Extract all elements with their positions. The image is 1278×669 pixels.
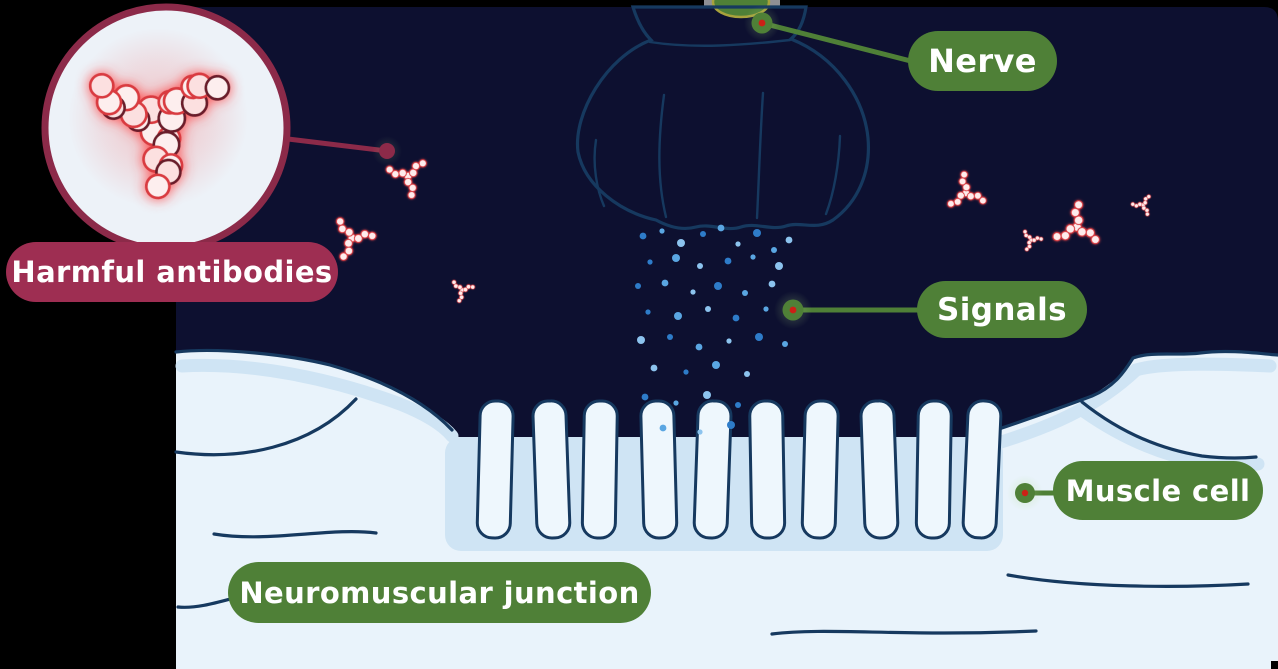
antibody-small <box>947 170 987 208</box>
label-signals: Signals <box>917 281 1087 338</box>
label-muscle-cell: Muscle cell <box>1053 461 1263 520</box>
nerve-terminal-shape <box>575 0 871 231</box>
antibody-small <box>1052 200 1101 245</box>
floating-antibodies <box>335 159 1151 304</box>
corner-artifact <box>1271 661 1278 669</box>
leader-lines <box>285 5 1061 511</box>
antibody-small <box>451 279 476 304</box>
antibody-small <box>1130 194 1151 217</box>
signal-dots <box>635 224 793 435</box>
antibody-leader-line <box>285 136 390 154</box>
antibody-marker-dot[interactable] <box>379 143 395 159</box>
junctional-folds <box>475 399 1003 540</box>
antibody-inset-circle <box>41 3 291 253</box>
antibody-small <box>1022 229 1044 252</box>
antibody-small <box>335 217 377 261</box>
label-nerve: Nerve <box>908 31 1057 91</box>
label-harmful-antibodies: Harmful antibodies <box>6 242 338 302</box>
label-neuromuscular-junction: Neuromuscular junction <box>228 562 651 623</box>
antibody-small <box>385 159 427 200</box>
antibody-large <box>88 72 231 200</box>
